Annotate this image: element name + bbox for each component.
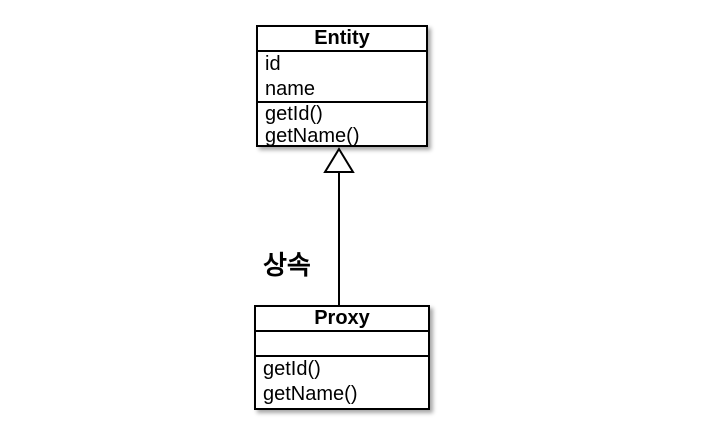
- entity-method-getid: getId(): [265, 103, 323, 125]
- proxy-method-getname: getName(): [263, 383, 358, 405]
- class-box-entity: Entity id name getId() getName(): [256, 25, 428, 147]
- entity-method-getname: getName(): [265, 125, 360, 145]
- proxy-attributes-compartment-empty: [256, 330, 428, 355]
- entity-attribute-id: id: [265, 53, 281, 75]
- entity-attribute-name: name: [265, 78, 316, 100]
- class-title-proxy: Proxy: [314, 307, 370, 329]
- proxy-method-getid: getId(): [263, 358, 321, 380]
- relationship-label: 상속: [263, 250, 311, 280]
- class-title-entity: Entity: [314, 27, 370, 49]
- hollow-triangle-arrowhead: [323, 147, 355, 173]
- entity-attributes-compartment: id name: [258, 50, 426, 101]
- entity-methods-compartment: getId() getName(): [258, 101, 426, 145]
- proxy-methods-compartment: getId() getName(): [256, 355, 428, 408]
- class-box-proxy: Proxy getId() getName(): [254, 305, 430, 410]
